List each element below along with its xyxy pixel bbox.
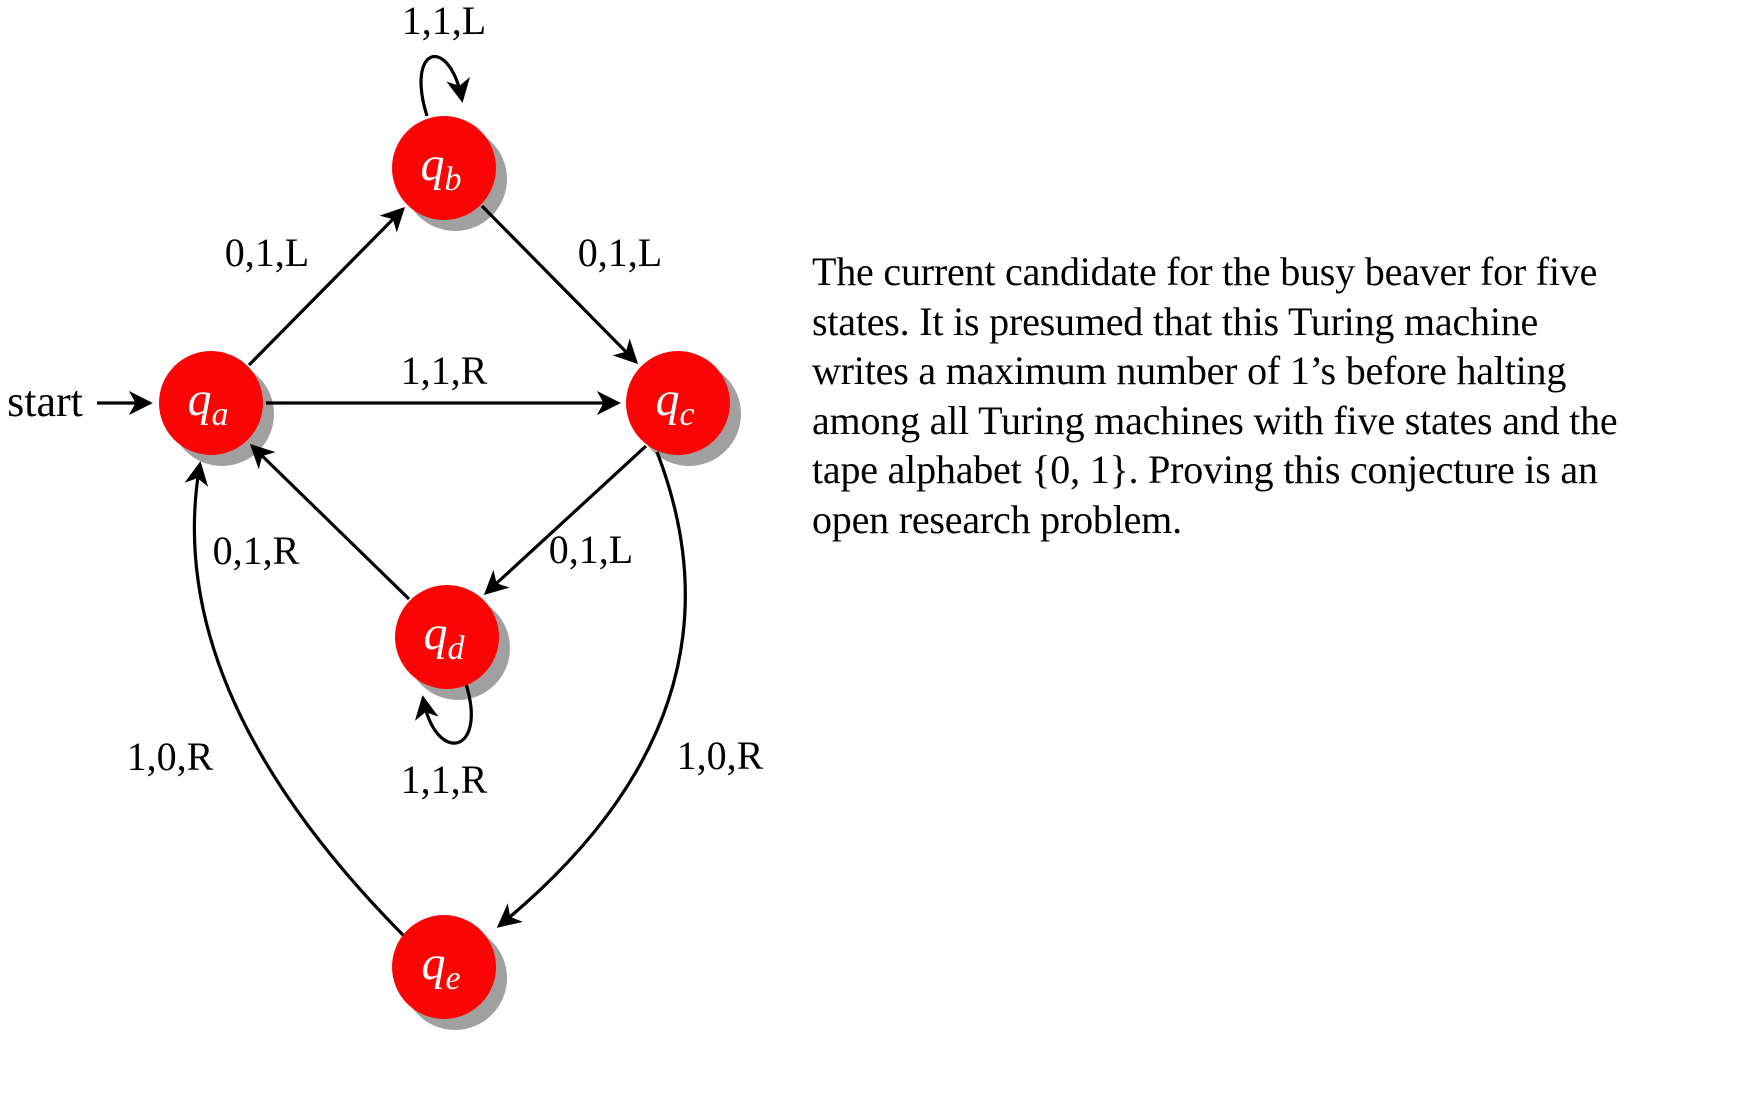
edge-qd-qa — [249, 443, 411, 601]
state-qa-circle — [159, 351, 263, 455]
state-qc-circle — [626, 351, 730, 455]
state-qe-circle — [392, 915, 496, 1019]
edge-qe-qa — [184, 461, 406, 938]
edge-qb-qc — [480, 204, 639, 365]
state-qb-circle — [392, 116, 496, 220]
state-circles — [159, 116, 730, 1019]
edge-qd-self-loop — [414, 683, 473, 745]
state-shadows — [170, 127, 741, 1030]
transition-edges — [97, 55, 687, 938]
edge-qb-self-loop — [419, 55, 470, 117]
edge-qc-qe — [496, 451, 687, 928]
edge-qc-qd — [483, 444, 648, 595]
state-qd-circle — [395, 585, 499, 689]
edge-qa-qb — [247, 206, 406, 367]
